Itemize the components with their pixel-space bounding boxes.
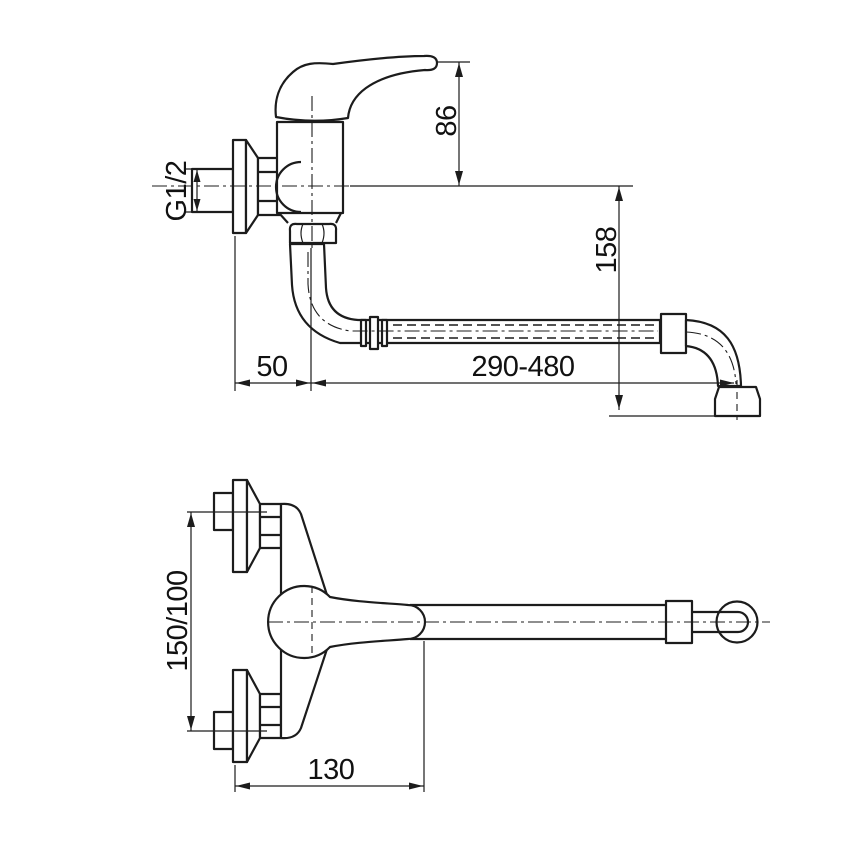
- arrow-down: [615, 395, 623, 409]
- coupling-rib: [380, 318, 389, 348]
- arrow-up: [615, 187, 623, 201]
- outlet-bend-side: [684, 318, 743, 388]
- escutcheon-cone-upper: [245, 478, 262, 574]
- dim-290-480: 290-480: [311, 351, 734, 387]
- dim-158: 158: [350, 185, 760, 417]
- outlet-bend-centerline: [685, 331, 737, 385]
- arrow-left: [236, 379, 250, 387]
- label-handle-height: 86: [431, 105, 463, 136]
- aerator-side: [713, 385, 762, 418]
- lever-handle: [274, 54, 439, 122]
- arrow-right: [409, 782, 423, 790]
- arrow-left: [312, 379, 326, 387]
- plan-view: 150/100 130: [162, 478, 770, 792]
- dim-thread-g12: G1/2: [161, 161, 208, 222]
- supply-pipe-stub: [190, 167, 235, 214]
- spout-end-nut-side: [659, 312, 688, 355]
- arrow-right: [720, 379, 734, 387]
- swivel-nut-detail: [300, 223, 325, 244]
- dim-150-100: 150/100: [162, 511, 267, 732]
- body-neck-taper: [278, 212, 342, 224]
- arrow-down: [187, 716, 195, 730]
- coupling-rib: [368, 315, 380, 351]
- arrow-down: [193, 199, 201, 211]
- ball-joint-arc: [274, 160, 302, 214]
- arrow-right: [296, 379, 310, 387]
- label-thread-size: G1/2: [161, 161, 193, 222]
- coupling-rib: [359, 318, 368, 348]
- spout-swivel-nut: [288, 222, 338, 245]
- label-wall-offset: 50: [256, 351, 287, 383]
- dim-130: 130: [234, 641, 425, 792]
- arrow-left: [236, 782, 250, 790]
- arrow-down: [455, 171, 463, 185]
- faucet-body-side: [275, 120, 345, 215]
- label-inlet-spacing: 150/100: [162, 570, 194, 671]
- label-body-depth: 130: [308, 754, 355, 786]
- dim-50: 50: [234, 236, 312, 391]
- escutcheon-cone-lower: [245, 668, 262, 764]
- arrow-up: [187, 513, 195, 527]
- dim-86: 86: [431, 61, 470, 186]
- arrow-up: [193, 170, 201, 182]
- hex-nut-upper: [258, 502, 283, 550]
- escutcheon-lower: [231, 668, 249, 764]
- label-outlet-drop: 158: [591, 227, 623, 274]
- arrow-up: [455, 63, 463, 77]
- label-spout-reach: 290-480: [472, 351, 575, 383]
- escutcheon-upper: [231, 478, 249, 574]
- spout-centerline: [307, 252, 658, 332]
- side-view: G1/2 86 158 50: [152, 54, 762, 420]
